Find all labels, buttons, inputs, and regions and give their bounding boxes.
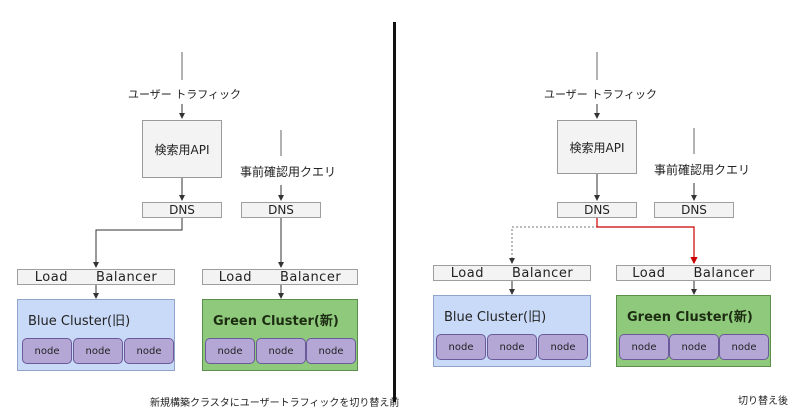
dns-to-blue-lb-arrow: [93, 218, 183, 268]
dns-box-secondary-after: DNS: [654, 202, 734, 218]
search-api-label: 検索用API: [154, 142, 210, 157]
lb-balancer-text: Balancer: [511, 265, 574, 281]
dns-label-after: DNS: [584, 203, 610, 217]
blue-cluster-title: Blue Cluster(旧): [28, 314, 131, 329]
green-cluster-title: Green Cluster(新): [213, 314, 339, 329]
green-node: node: [669, 334, 719, 360]
blue-cluster-title-after: Blue Cluster(旧): [444, 310, 547, 325]
load-balancer-blue: Load Balancer: [17, 269, 175, 285]
precheck-query-label: 事前確認用クエリ: [240, 165, 337, 179]
green-node: node: [719, 334, 769, 360]
load-balancer-green: Load Balancer: [202, 269, 358, 285]
load-balancer-green-after: Load Balancer: [616, 265, 771, 281]
user-traffic-label-after: ユーザー トラフィック: [544, 88, 658, 101]
green-node: node: [205, 338, 255, 364]
search-api-box: 検索用API: [142, 120, 222, 178]
green-cluster: Green Cluster(新) node node node: [202, 299, 358, 371]
lb-balancer-text: Balancer: [95, 269, 158, 285]
blue-node: node: [22, 338, 72, 364]
lb-load-text: Load: [450, 265, 484, 281]
lb-load-text: Load: [34, 269, 68, 285]
green-node: node: [256, 338, 306, 364]
blue-node: node: [73, 338, 123, 364]
panel-divider: [393, 22, 396, 402]
after-caption: 切り替え後: [738, 396, 788, 407]
green-cluster-after: Green Cluster(新) node node node: [616, 295, 771, 367]
lb-balancer-text: Balancer: [693, 265, 755, 281]
blue-cluster: Blue Cluster(旧) node node node: [17, 299, 175, 371]
search-api-label-after: 検索用API: [569, 140, 625, 155]
lb-load-text: Load: [218, 269, 252, 285]
dns-label: DNS: [169, 203, 195, 217]
user-traffic-label: ユーザー トラフィック: [128, 88, 242, 101]
blue-node: node: [436, 334, 486, 360]
dns-to-blue-lb-dotted: [509, 218, 598, 264]
lb-load-text: Load: [632, 265, 666, 281]
search-api-box-after: 検索用API: [557, 120, 637, 174]
green-node: node: [619, 334, 669, 360]
dns-box-after: DNS: [557, 202, 637, 218]
blue-node: node: [538, 334, 588, 360]
dns-to-green-lb-red-arrow: [596, 218, 698, 265]
precheck-query-label-after: 事前確認用クエリ: [654, 163, 751, 177]
dns-box: DNS: [142, 202, 222, 218]
dns-label-secondary-after: DNS: [681, 203, 707, 217]
blue-cluster-after: Blue Cluster(旧) node node node: [433, 295, 591, 367]
green-node: node: [306, 338, 356, 364]
before-caption: 新規構築クラスタにユーザートラフィックを切り替え前: [150, 398, 400, 409]
dns-label-secondary: DNS: [268, 203, 294, 217]
blue-node: node: [124, 338, 174, 364]
load-balancer-blue-after: Load Balancer: [433, 265, 591, 281]
green-cluster-title-after: Green Cluster(新): [627, 310, 753, 325]
dns-box-secondary: DNS: [241, 202, 321, 218]
lb-balancer-text: Balancer: [279, 269, 342, 285]
blue-node: node: [487, 334, 537, 360]
